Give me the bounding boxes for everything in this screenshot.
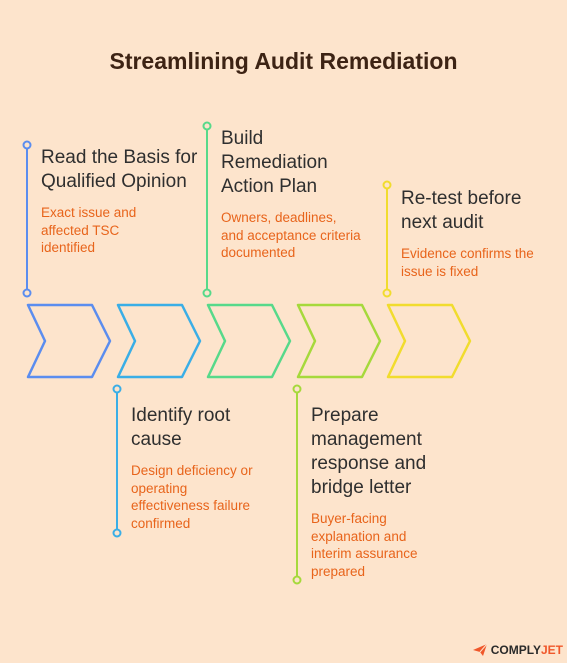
connector-step-4 [292,384,302,585]
logo-text-comply: COMPLY [490,643,541,657]
step-5-description: Evidence confirms the issue is fixed [401,246,534,279]
connector-step-2 [112,384,122,538]
step-3: Build Remediation Action Plan Owners, de… [221,127,371,262]
step-1: Read the Basis for Qualified Opinion Exa… [41,146,206,257]
step-2-heading: Identify root cause [131,405,231,450]
chevron-step-5 [386,303,472,379]
connector-step-5 [382,180,392,298]
step-3-heading: Build Remediation Action Plan [221,128,328,197]
step-5: Re-test before next audit Evidence confi… [401,187,551,280]
chevron-step-4 [296,303,382,379]
step-4-description: Buyer-facing explanation and interim ass… [311,511,418,579]
connector-step-1 [22,140,32,298]
step-1-description: Exact issue and affected TSC identified [41,205,137,255]
step-5-heading: Re-test before next audit [401,188,522,233]
step-4: Prepare management response and bridge l… [311,404,461,580]
step-1-heading: Read the Basis for Qualified Opinion [41,147,198,192]
chevron-step-1 [26,303,112,379]
step-3-description: Owners, deadlines, and acceptance criter… [221,210,361,260]
step-4-heading: Prepare management response and bridge l… [311,405,427,498]
chevron-step-3 [206,303,292,379]
step-2-description: Design deficiency or operating effective… [131,463,253,531]
diagram-title: Streamlining Audit Remediation [109,48,458,74]
step-2: Identify root cause Design deficiency or… [131,404,271,532]
paper-plane-icon [472,643,488,656]
chevron-step-2 [116,303,202,379]
connector-step-3 [202,121,212,298]
logo-text-jet: JET [540,643,563,657]
